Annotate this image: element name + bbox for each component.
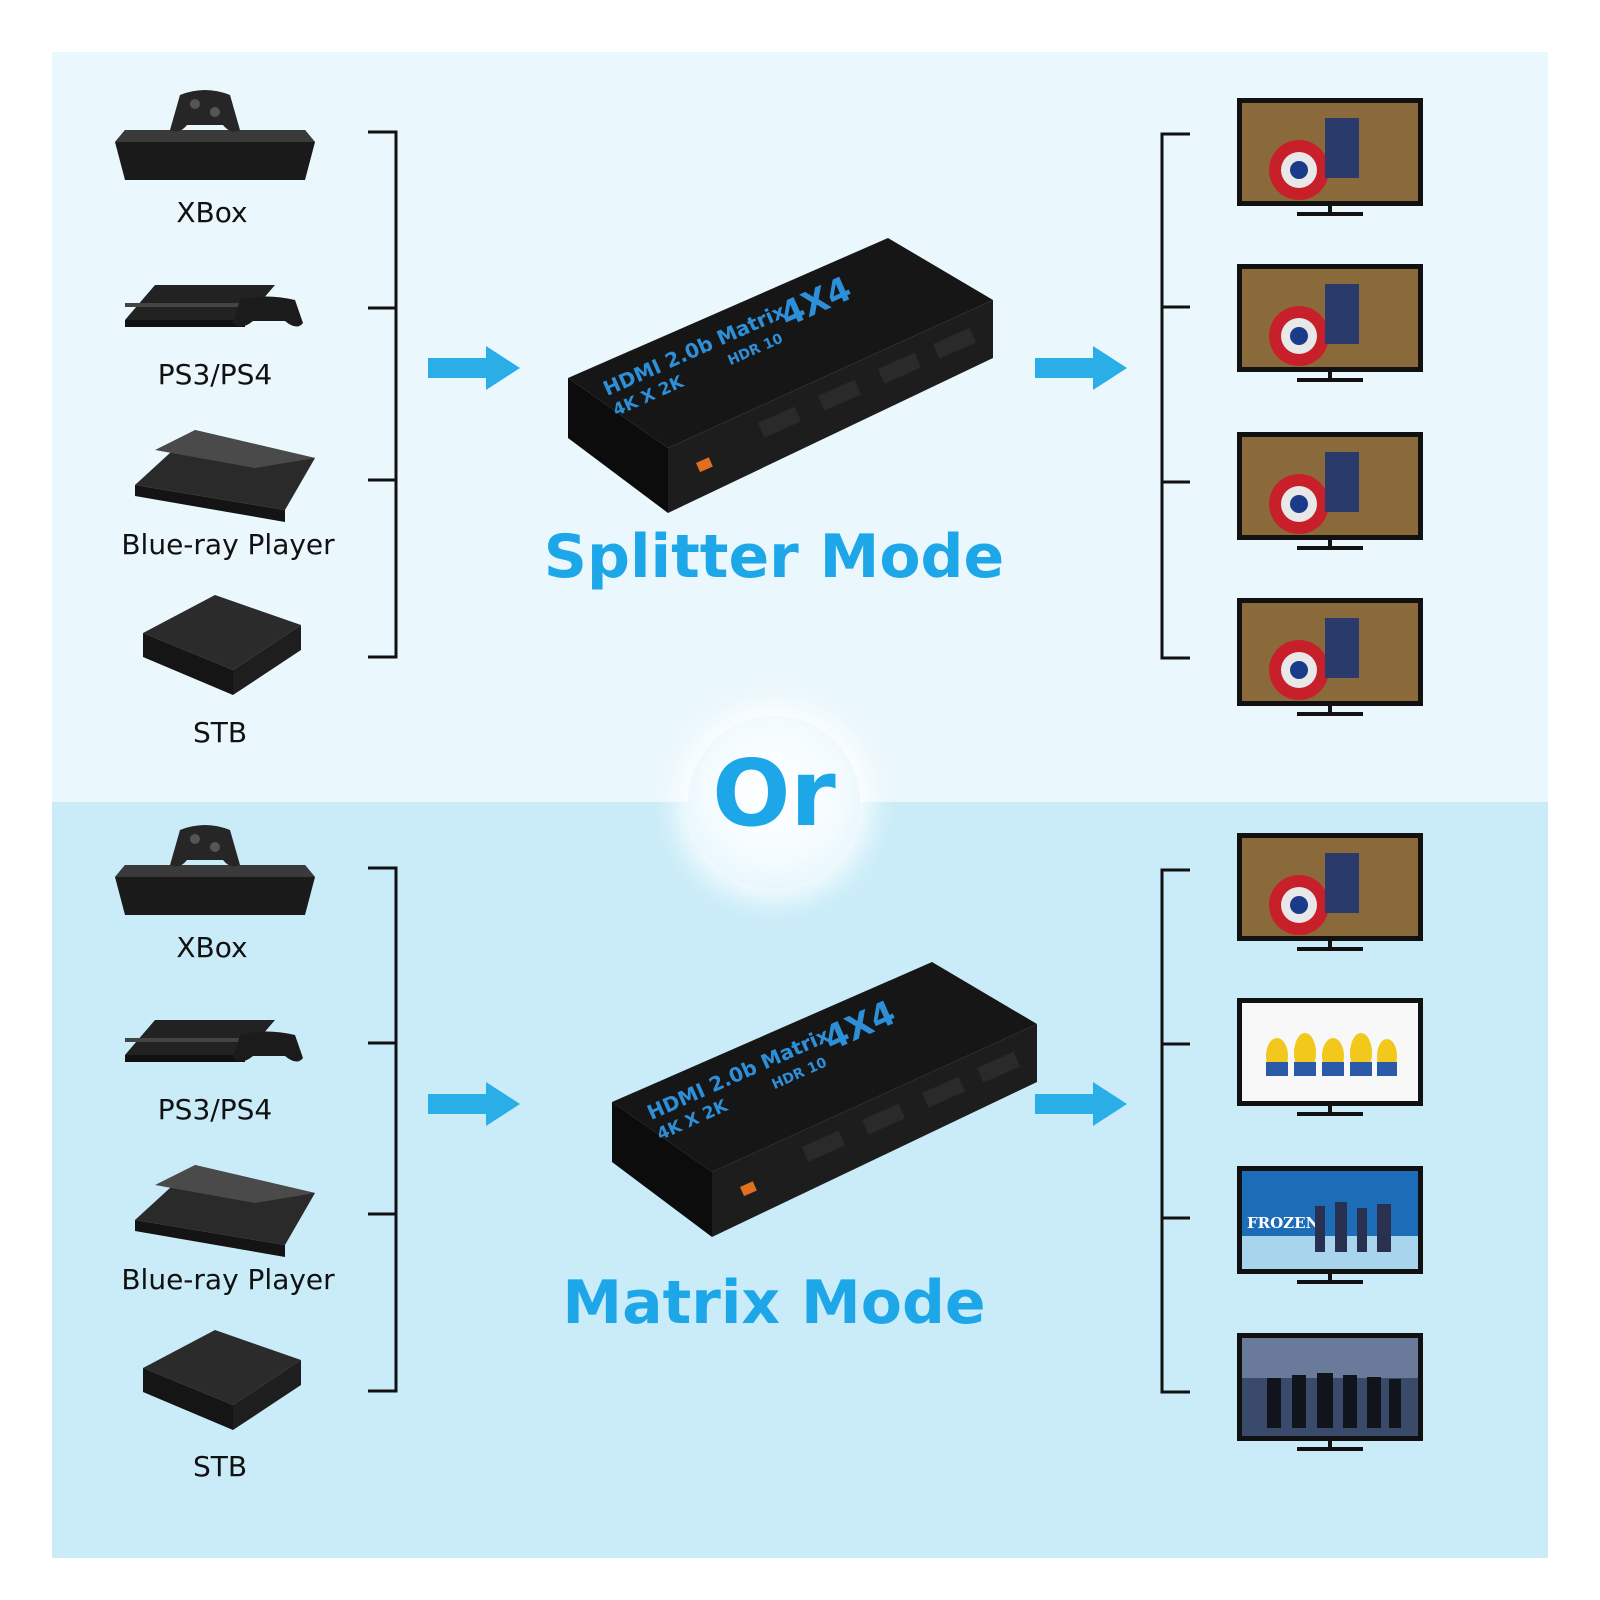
stb-box-icon [143, 1330, 301, 1430]
arrow-right-icon [1035, 1082, 1127, 1126]
source-label-ps: PS3/PS4 [157, 1093, 273, 1126]
tv-display-icon [1237, 432, 1423, 550]
arrow-right-icon [428, 1082, 520, 1126]
bluray-player-icon [135, 1165, 315, 1257]
tv-display-minions-icon [1237, 998, 1423, 1116]
output-bracket [1160, 132, 1190, 660]
source-label-bluray: Blue-ray Player [121, 1263, 335, 1296]
xbox-console-icon [115, 90, 315, 180]
source-label-xbox: XBox [176, 196, 248, 229]
source-label-xbox: XBox [176, 931, 248, 964]
tv-display-icon [1237, 264, 1423, 382]
tv-display-frozen-icon: FROZEN [1237, 1166, 1423, 1284]
bluray-player-icon [135, 430, 315, 522]
mode-title-splitter: Splitter Mode [543, 522, 1005, 592]
arrow-right-icon [1035, 346, 1127, 390]
stb-box-icon [143, 595, 301, 695]
source-label-stb: STB [192, 716, 248, 749]
hdmi-matrix-device: HDMI 2.0b Matrix 4K X 2K HDR 10 4X4 [612, 962, 1037, 1237]
or-separator-text: Or [712, 740, 836, 847]
ps4-console-icon [125, 1020, 303, 1062]
frozen-screen-text: FROZEN [1247, 1214, 1320, 1232]
output-bracket [1160, 868, 1190, 1394]
ps4-console-icon [125, 285, 303, 327]
tv-display-icon [1237, 598, 1423, 716]
source-label-ps: PS3/PS4 [157, 358, 273, 391]
source-label-bluray: Blue-ray Player [121, 528, 335, 561]
tv-display-avengers-icon [1237, 1333, 1423, 1451]
input-bracket [368, 130, 398, 659]
source-label-stb: STB [192, 1450, 248, 1483]
tv-display-icon [1237, 98, 1423, 216]
or-separator-circle [688, 716, 860, 888]
mode-title-matrix: Matrix Mode [562, 1268, 986, 1338]
input-bracket [368, 866, 398, 1393]
tv-display-icon [1237, 833, 1423, 951]
xbox-console-icon [115, 825, 315, 915]
arrow-right-icon [428, 346, 520, 390]
hdmi-matrix-device: HDMI 2.0b Matrix 4K X 2K HDR 10 4X4 [568, 238, 993, 513]
